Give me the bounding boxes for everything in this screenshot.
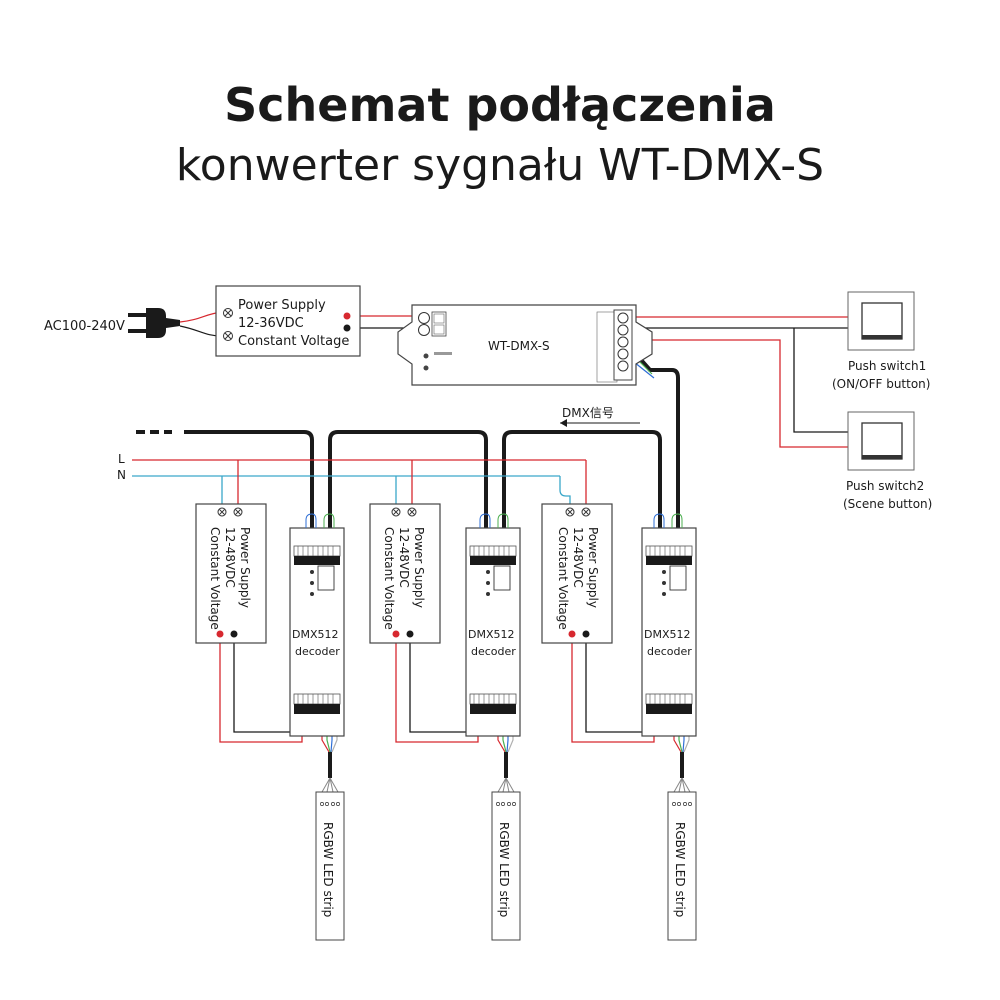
converter-wt-dmx-s: WT-DMX-S [397, 304, 653, 386]
decoder3-line1: DMX512 [644, 628, 691, 641]
power-supply-3: Power Supply 12-48VDC Constant Voltage [541, 503, 613, 644]
power-supply-1: Power Supply 12-48VDC Constant Voltage [195, 503, 267, 644]
psu2-line3: Constant Voltage [382, 527, 396, 630]
dmx-connector-ends [305, 513, 683, 528]
mains-neutral-label: N [117, 468, 126, 482]
push-switch-1: Push switch1 (ON/OFF button) [832, 291, 930, 391]
switch2-signal-wire [634, 339, 862, 448]
psu2-negative-out [409, 634, 473, 733]
ac-input-label: AC100-240V [44, 319, 125, 334]
power-supply-2: Power Supply 12-48VDC Constant Voltage [369, 503, 441, 644]
dmx-decoder-1: DMX512 decoder [289, 527, 345, 737]
main-psu-positive-terminal [343, 312, 351, 320]
push-switch-2: Push switch2 (Scene button) [843, 411, 932, 511]
dmx-out-blue [633, 361, 655, 379]
decoder1-line2: decoder [295, 645, 340, 658]
decoder2-line2: decoder [471, 645, 516, 658]
psu3-neutral-drop [559, 476, 571, 510]
push-switch-1-name: Push switch1 [848, 359, 926, 373]
dmx-decoder-2: DMX512 decoder [465, 527, 521, 737]
led-strip-2-label: RGBW LED strip [497, 822, 511, 917]
main-psu-negative-terminal [343, 324, 351, 332]
decoder3-line2: decoder [647, 645, 692, 658]
led-strip-3: RGBW LED strip [667, 791, 697, 941]
push-switch-2-desc: (Scene button) [843, 497, 932, 511]
switch2-common-wire [793, 328, 862, 433]
psu2-line1: Power Supply [412, 527, 426, 608]
psu3-negative-out [585, 634, 649, 733]
psu1-line2: 12-48VDC [223, 527, 237, 588]
page-title: Schemat podłączenia [224, 78, 776, 132]
psu1-negative-out [233, 634, 297, 733]
main-psu-line2: 12-36VDC [238, 316, 304, 331]
dmx-signal-label: DMX信号 [562, 406, 614, 420]
led-strip-2: RGBW LED strip [491, 791, 521, 941]
dmx-daisy-cable-2-1 [328, 430, 488, 528]
dmx-decoder-3: DMX512 decoder [641, 527, 697, 737]
dmx-direction-arrowhead [560, 419, 567, 427]
psu1-line1: Power Supply [238, 527, 252, 608]
main-psu-line3: Constant Voltage [238, 334, 349, 349]
psu1-line3: Constant Voltage [208, 527, 222, 630]
led-strip-1: RGBW LED strip [315, 791, 345, 941]
psu3-line1: Power Supply [586, 527, 600, 608]
led-strip-1-label: RGBW LED strip [321, 822, 335, 917]
push-switch-2-name: Push switch2 [846, 479, 924, 493]
dmx-daisy-cable-1-end [184, 430, 314, 528]
decoder1-line1: DMX512 [292, 628, 339, 641]
push-switch-1-desc: (ON/OFF button) [832, 377, 930, 391]
main-power-supply: Power Supply 12-36VDC Constant Voltage [215, 285, 361, 357]
psu3-line2: 12-48VDC [571, 527, 585, 588]
dmx-out-cable [632, 350, 680, 528]
dmx-daisy-cable-3-2 [502, 430, 662, 528]
ac-plug-icon [128, 308, 180, 338]
converter-name-label: WT-DMX-S [488, 339, 550, 353]
led-strip-3-label: RGBW LED strip [673, 822, 687, 917]
decoder2-line1: DMX512 [468, 628, 515, 641]
wires [132, 311, 862, 793]
page-subtitle: konwerter sygnału WT-DMX-S [175, 140, 825, 191]
psu2-line2: 12-48VDC [397, 527, 411, 588]
mains-live-label: L [118, 452, 125, 466]
main-psu-line1: Power Supply [238, 298, 326, 313]
psu3-line3: Constant Voltage [556, 527, 570, 630]
